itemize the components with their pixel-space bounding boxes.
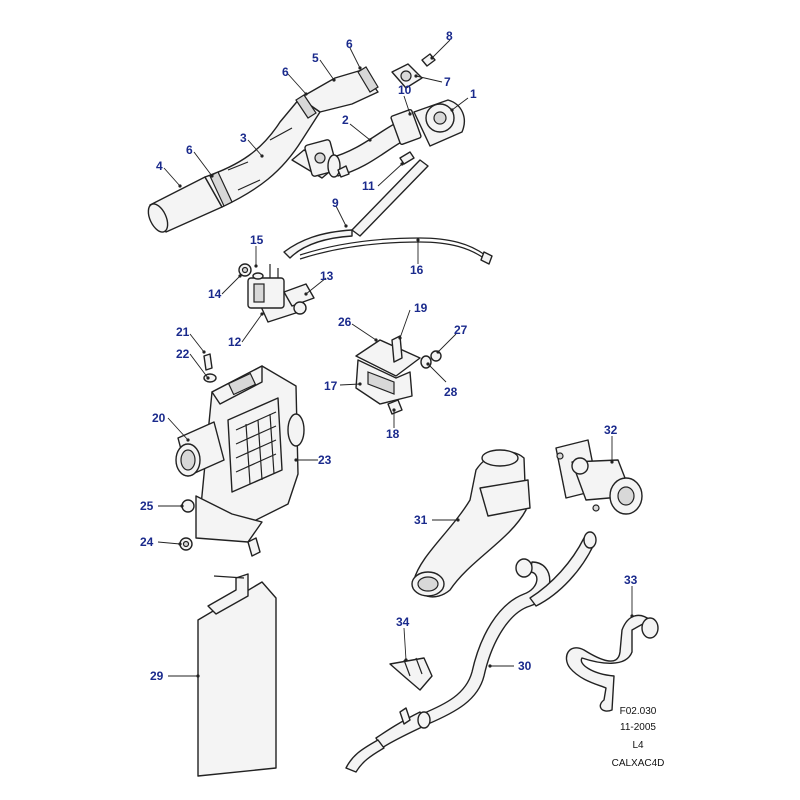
callout-16: 16 bbox=[410, 263, 424, 277]
part-8-bolt bbox=[421, 53, 436, 67]
mounting-bracket-assembly bbox=[355, 335, 442, 415]
part-29-shield bbox=[197, 581, 277, 777]
callout-5: 5 bbox=[312, 51, 319, 65]
model-variant: L4 bbox=[632, 740, 644, 751]
callout-1: 1 bbox=[470, 87, 477, 101]
callout-31: 31 bbox=[414, 513, 428, 527]
callout-6-top: 6 bbox=[346, 37, 353, 51]
part-33-hose bbox=[565, 614, 659, 712]
callout-12: 12 bbox=[228, 335, 242, 349]
intake-hose-assembly bbox=[147, 66, 379, 233]
callout-10: 10 bbox=[398, 83, 412, 97]
callout-13: 13 bbox=[320, 269, 334, 283]
callout-26: 26 bbox=[338, 315, 352, 329]
intercooler-assembly bbox=[175, 353, 305, 777]
callout-22: 22 bbox=[176, 347, 190, 361]
callout-29: 29 bbox=[150, 669, 164, 683]
callout-11: 11 bbox=[362, 179, 375, 193]
revision-date: 11-2005 bbox=[620, 722, 656, 733]
part-9-tube bbox=[351, 159, 429, 237]
callout-7: 7 bbox=[444, 75, 451, 89]
callout-25: 25 bbox=[140, 499, 154, 513]
part-19-bolt bbox=[391, 335, 403, 363]
part-5-hose bbox=[299, 69, 379, 113]
callout-6-left: 6 bbox=[186, 143, 193, 157]
callout-20: 20 bbox=[152, 411, 166, 425]
part-26-plate bbox=[355, 339, 421, 377]
pipe-31 bbox=[411, 449, 531, 598]
part-15-washer bbox=[252, 272, 264, 280]
callout-30: 30 bbox=[518, 659, 532, 673]
vacuum-tubes bbox=[283, 159, 493, 265]
part-11-bolt bbox=[399, 151, 415, 165]
callout-33: 33 bbox=[624, 573, 638, 587]
callout-3: 3 bbox=[240, 131, 247, 145]
part-18-nut bbox=[387, 399, 403, 415]
leader-lines bbox=[157, 39, 634, 678]
callout-34: 34 bbox=[396, 615, 410, 629]
part-28-washer bbox=[420, 355, 432, 369]
part-21-bolt bbox=[203, 353, 213, 371]
callout-21: 21 bbox=[176, 325, 190, 339]
callout-28: 28 bbox=[444, 385, 458, 399]
solenoid-assembly bbox=[238, 263, 315, 323]
figure-code: F02.030 bbox=[619, 706, 657, 717]
part-13-solenoid bbox=[283, 283, 315, 307]
part-32-fitting bbox=[555, 439, 643, 515]
callout-18: 18 bbox=[386, 427, 400, 441]
part-16-tube bbox=[299, 237, 486, 256]
callout-24: 24 bbox=[140, 535, 154, 549]
catalog-code: CALXAC4D bbox=[611, 758, 665, 769]
callout-19: 19 bbox=[414, 301, 428, 315]
callout-17: 17 bbox=[324, 379, 338, 393]
part-25-bolt bbox=[181, 499, 195, 513]
callout-14: 14 bbox=[208, 287, 222, 301]
part-3-hose bbox=[204, 97, 321, 208]
callout-15: 15 bbox=[250, 233, 264, 247]
hose-30 bbox=[345, 531, 597, 773]
callout-6-mid: 6 bbox=[282, 65, 289, 79]
callout-labels: 1 2 3 4 5 6 6 6 7 8 9 10 11 12 13 14 15 … bbox=[140, 29, 638, 683]
callout-8: 8 bbox=[446, 29, 453, 43]
callout-4: 4 bbox=[156, 159, 163, 173]
callout-9: 9 bbox=[332, 196, 339, 210]
callout-23: 23 bbox=[318, 453, 332, 467]
callout-27: 27 bbox=[454, 323, 468, 337]
egr-valve-assembly bbox=[327, 53, 466, 178]
part-34-clip bbox=[389, 657, 433, 691]
callout-2: 2 bbox=[342, 113, 349, 127]
callout-32: 32 bbox=[604, 423, 618, 437]
